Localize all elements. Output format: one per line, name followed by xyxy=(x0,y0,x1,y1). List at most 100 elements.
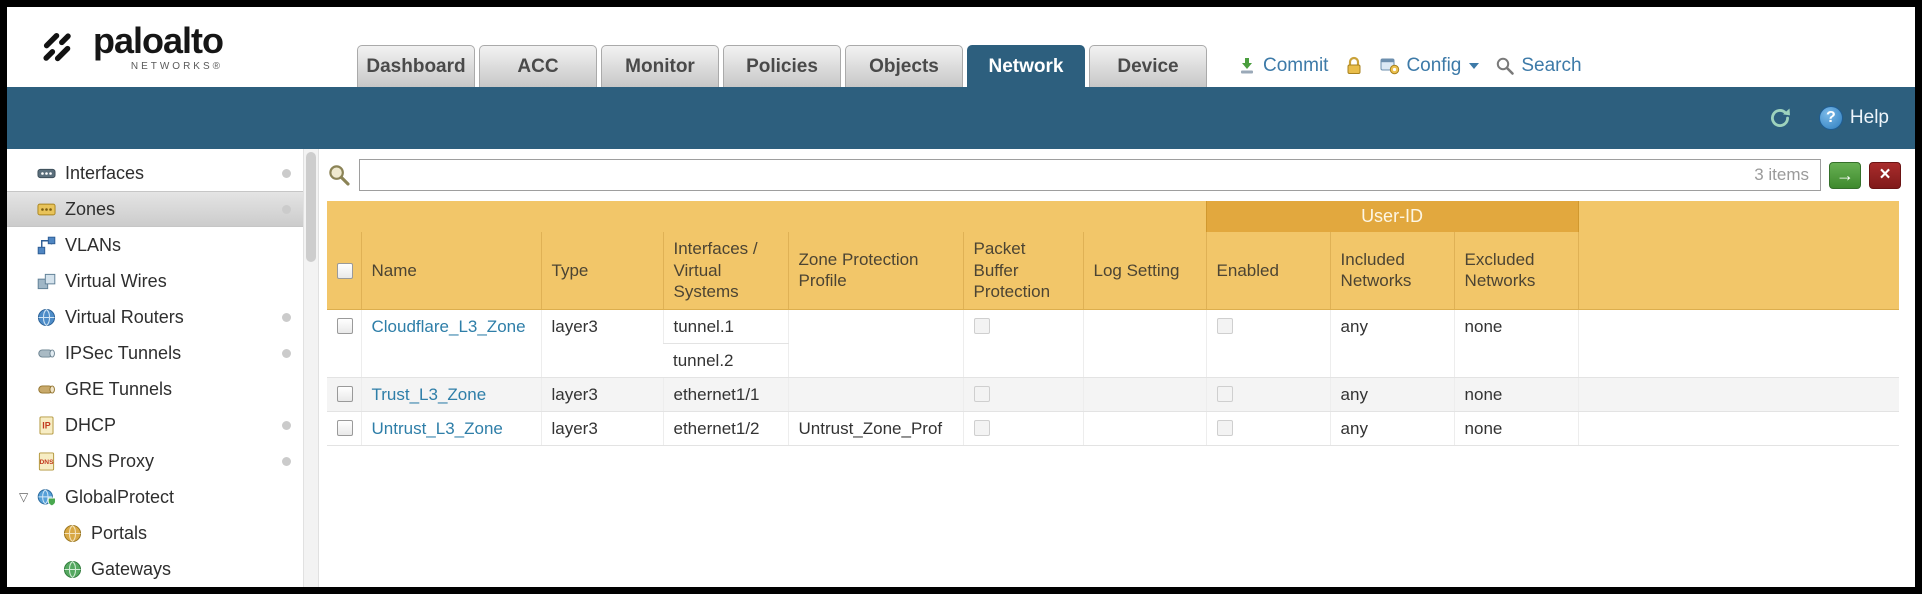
sidebar-item-interfaces[interactable]: Interfaces xyxy=(7,155,303,191)
sidebar-item-label: Virtual Routers xyxy=(65,306,184,327)
sub-header-bar: ? Help xyxy=(7,87,1915,149)
config-caret-icon xyxy=(1469,63,1480,69)
sidebar-item-dns-proxy[interactable]: DNS Proxy xyxy=(7,443,303,479)
column-header-log-setting[interactable]: Log Setting xyxy=(1082,231,1207,310)
zones-icon xyxy=(37,200,56,219)
sidebar-item-zones[interactable]: Zones xyxy=(7,191,303,227)
column-header-included-networks[interactable]: Included Networks xyxy=(1329,231,1455,310)
sidebar-item-gateways[interactable]: Gateways xyxy=(7,551,303,587)
sidebar-item-virtual-routers[interactable]: Virtual Routers xyxy=(7,299,303,335)
sidebar-item-label: Portals xyxy=(91,522,148,543)
filter-input-wrap: 3 items xyxy=(359,159,1821,191)
portals-icon xyxy=(63,524,82,543)
sidebar-item-virtual-wires[interactable]: Virtual Wires xyxy=(7,263,303,299)
apply-filter-button[interactable]: → xyxy=(1829,161,1861,189)
paloalto-logo: paloalto NETWORKS® xyxy=(31,21,331,73)
row-filler-cell xyxy=(1577,411,1900,446)
refresh-icon[interactable] xyxy=(1767,105,1793,131)
tab-network[interactable]: Network xyxy=(967,45,1085,87)
item-status-dot-icon xyxy=(282,312,291,322)
interfaces-icon xyxy=(37,164,56,183)
sidebar-item-ipsec-tunnels[interactable]: IPSec Tunnels xyxy=(7,335,303,371)
group-header-blank xyxy=(327,201,1207,232)
sidebar-item-gre-tunnels[interactable]: GRE Tunnels xyxy=(7,371,303,407)
ipsec-tunnels-icon xyxy=(37,344,56,363)
commit-icon xyxy=(1241,58,1253,74)
sidebar-item-label: GlobalProtect xyxy=(65,486,175,507)
excluded-networks-cell: none xyxy=(1453,309,1579,378)
sidebar-item-label: GRE Tunnels xyxy=(65,378,173,399)
interface-cell: tunnel.1 xyxy=(662,309,788,344)
zone-type-cell: layer3 xyxy=(540,377,663,412)
header-actions: Commit Config xyxy=(1237,55,1582,87)
row-checkbox[interactable] xyxy=(337,420,353,436)
sidebar-item-vlans[interactable]: VLANs xyxy=(7,227,303,263)
gre-tunnels-icon xyxy=(37,380,56,399)
column-header-zone-protection-profile[interactable]: Zone Protection Profile xyxy=(787,231,963,310)
lock-icon[interactable] xyxy=(1344,56,1364,76)
select-all-checkbox[interactable] xyxy=(337,262,353,279)
sidebar-scrollbar[interactable] xyxy=(303,149,319,587)
sidebar-item-globalprotect[interactable]: ▽ GlobalProtect xyxy=(7,479,303,515)
sidebar-item-label: Gateways xyxy=(91,558,172,579)
column-header-filler xyxy=(1577,231,1900,310)
expand-caret-icon[interactable]: ▽ xyxy=(19,490,29,504)
included-networks-cell: any xyxy=(1329,377,1455,412)
user-id-enabled-checkbox xyxy=(1216,420,1233,436)
search-action[interactable]: Search xyxy=(1495,55,1582,77)
item-status-dot-icon xyxy=(282,420,291,430)
zone-type-cell: layer3 xyxy=(540,309,663,378)
help-action[interactable]: ? Help xyxy=(1818,106,1889,130)
zone-type-cell: layer3 xyxy=(540,411,663,446)
row-checkbox[interactable] xyxy=(337,386,353,402)
column-header-excluded-networks[interactable]: Excluded Networks xyxy=(1453,231,1579,310)
brand-name: paloalto xyxy=(93,19,224,61)
zone-name-link[interactable]: Untrust_L3_Zone xyxy=(371,419,503,438)
commit-label: Commit xyxy=(1263,55,1329,76)
filter-input[interactable] xyxy=(359,159,1821,191)
row-select-cell xyxy=(327,411,361,446)
item-status-dot-icon xyxy=(282,168,291,178)
apply-filter-arrow-icon: → xyxy=(1836,164,1854,185)
interface-cell: ethernet1/1 xyxy=(662,377,788,412)
config-action[interactable]: Config xyxy=(1380,55,1480,77)
tab-objects[interactable]: Objects xyxy=(845,45,963,87)
row-filler-cell xyxy=(1577,377,1900,412)
sidebar-item-portals[interactable]: Portals xyxy=(7,515,303,551)
sidebar-scrollbar-thumb[interactable] xyxy=(306,152,316,262)
tab-acc[interactable]: ACC xyxy=(479,45,597,87)
zone-name-link[interactable]: Trust_L3_Zone xyxy=(371,385,487,404)
column-header-interfaces-virtual-systems[interactable]: Interfaces / Virtual Systems xyxy=(662,231,788,310)
column-header-packet-buffer-protection[interactable]: Packet Buffer Protection xyxy=(962,231,1083,310)
log-setting-cell xyxy=(1082,411,1207,446)
included-networks-cell: any xyxy=(1329,411,1455,446)
column-header-type[interactable]: Type xyxy=(540,231,663,310)
sidebar-item-dhcp[interactable]: DHCP xyxy=(7,407,303,443)
clear-filter-button[interactable]: × xyxy=(1869,161,1901,189)
row-checkbox[interactable] xyxy=(337,318,353,334)
gateways-icon xyxy=(63,560,82,579)
tab-monitor[interactable]: Monitor xyxy=(601,45,719,87)
zone-row-continued[interactable]: tunnel.2 xyxy=(327,343,1899,378)
commit-action[interactable]: Commit xyxy=(1237,55,1328,77)
tab-device[interactable]: Device xyxy=(1089,45,1207,87)
tab-policies[interactable]: Policies xyxy=(723,45,841,87)
brand-text: paloalto NETWORKS® xyxy=(93,19,224,72)
dhcp-icon xyxy=(37,416,56,435)
zone-name-link[interactable]: Cloudflare_L3_Zone xyxy=(371,317,526,336)
included-networks-cell: any xyxy=(1329,309,1455,378)
column-header-name[interactable]: Name xyxy=(360,231,541,310)
interface-cell: tunnel.2 xyxy=(663,343,788,378)
column-header-enabled[interactable]: Enabled xyxy=(1205,231,1331,310)
sidebar-item-label: Virtual Wires xyxy=(65,270,167,291)
item-status-dot-icon xyxy=(282,204,291,214)
packet-buffer-protection-cell xyxy=(962,377,1083,412)
tab-dashboard[interactable]: Dashboard xyxy=(357,45,475,87)
